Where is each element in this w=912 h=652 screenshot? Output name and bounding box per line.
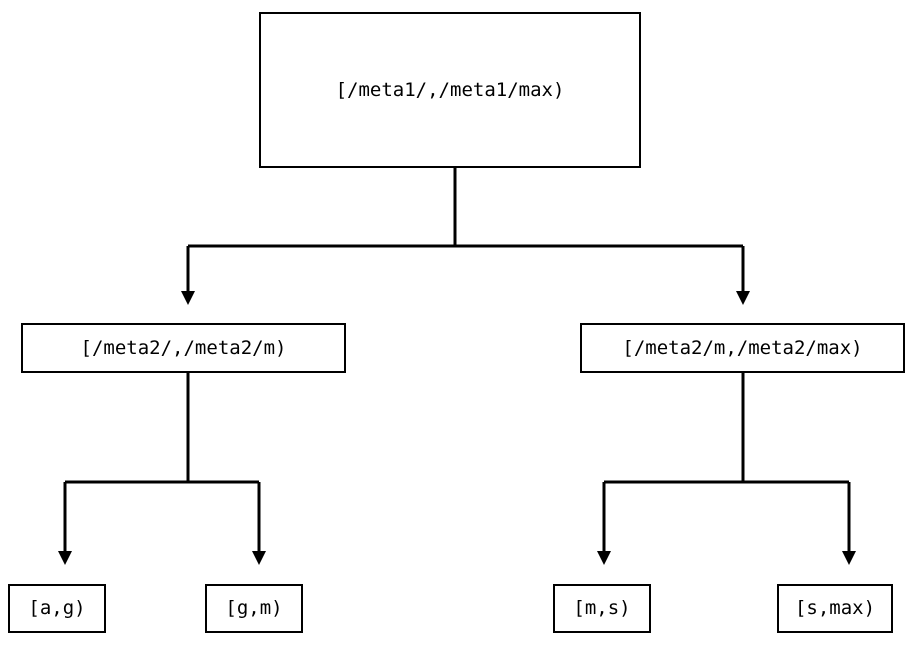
- arrowhead-to-leaf-smax: [842, 551, 856, 565]
- arrowhead-to-leaf-ag: [58, 551, 72, 565]
- tree-node-meta2-lower[interactable]: [/meta2/,/meta2/m): [21, 323, 346, 373]
- arrowhead-to-leaf-gm: [252, 551, 266, 565]
- tree-node-root-label: [/meta1/,/meta1/max): [335, 78, 565, 101]
- tree-node-root[interactable]: [/meta1/,/meta1/max): [259, 12, 641, 168]
- tree-node-leaf-s-max-label: [s,max): [794, 597, 876, 619]
- arrowhead-to-meta2-lower: [181, 291, 195, 305]
- tree-node-leaf-g-m[interactable]: [g,m): [205, 584, 303, 633]
- tree-node-leaf-a-g-label: [a,g): [28, 597, 86, 619]
- tree-node-leaf-m-s-label: [m,s): [573, 597, 631, 619]
- tree-node-leaf-a-g[interactable]: [a,g): [8, 584, 106, 633]
- arrowhead-to-leaf-ms: [597, 551, 611, 565]
- tree-node-leaf-g-m-label: [g,m): [225, 597, 283, 619]
- tree-node-meta2-upper-label: [/meta2/m,/meta2/max): [622, 336, 863, 359]
- tree-node-meta2-lower-label: [/meta2/,/meta2/m): [80, 336, 287, 359]
- arrowhead-to-meta2-upper: [736, 291, 750, 305]
- tree-node-meta2-upper[interactable]: [/meta2/m,/meta2/max): [580, 323, 905, 373]
- tree-node-leaf-s-max[interactable]: [s,max): [777, 584, 893, 633]
- tree-node-leaf-m-s[interactable]: [m,s): [553, 584, 651, 633]
